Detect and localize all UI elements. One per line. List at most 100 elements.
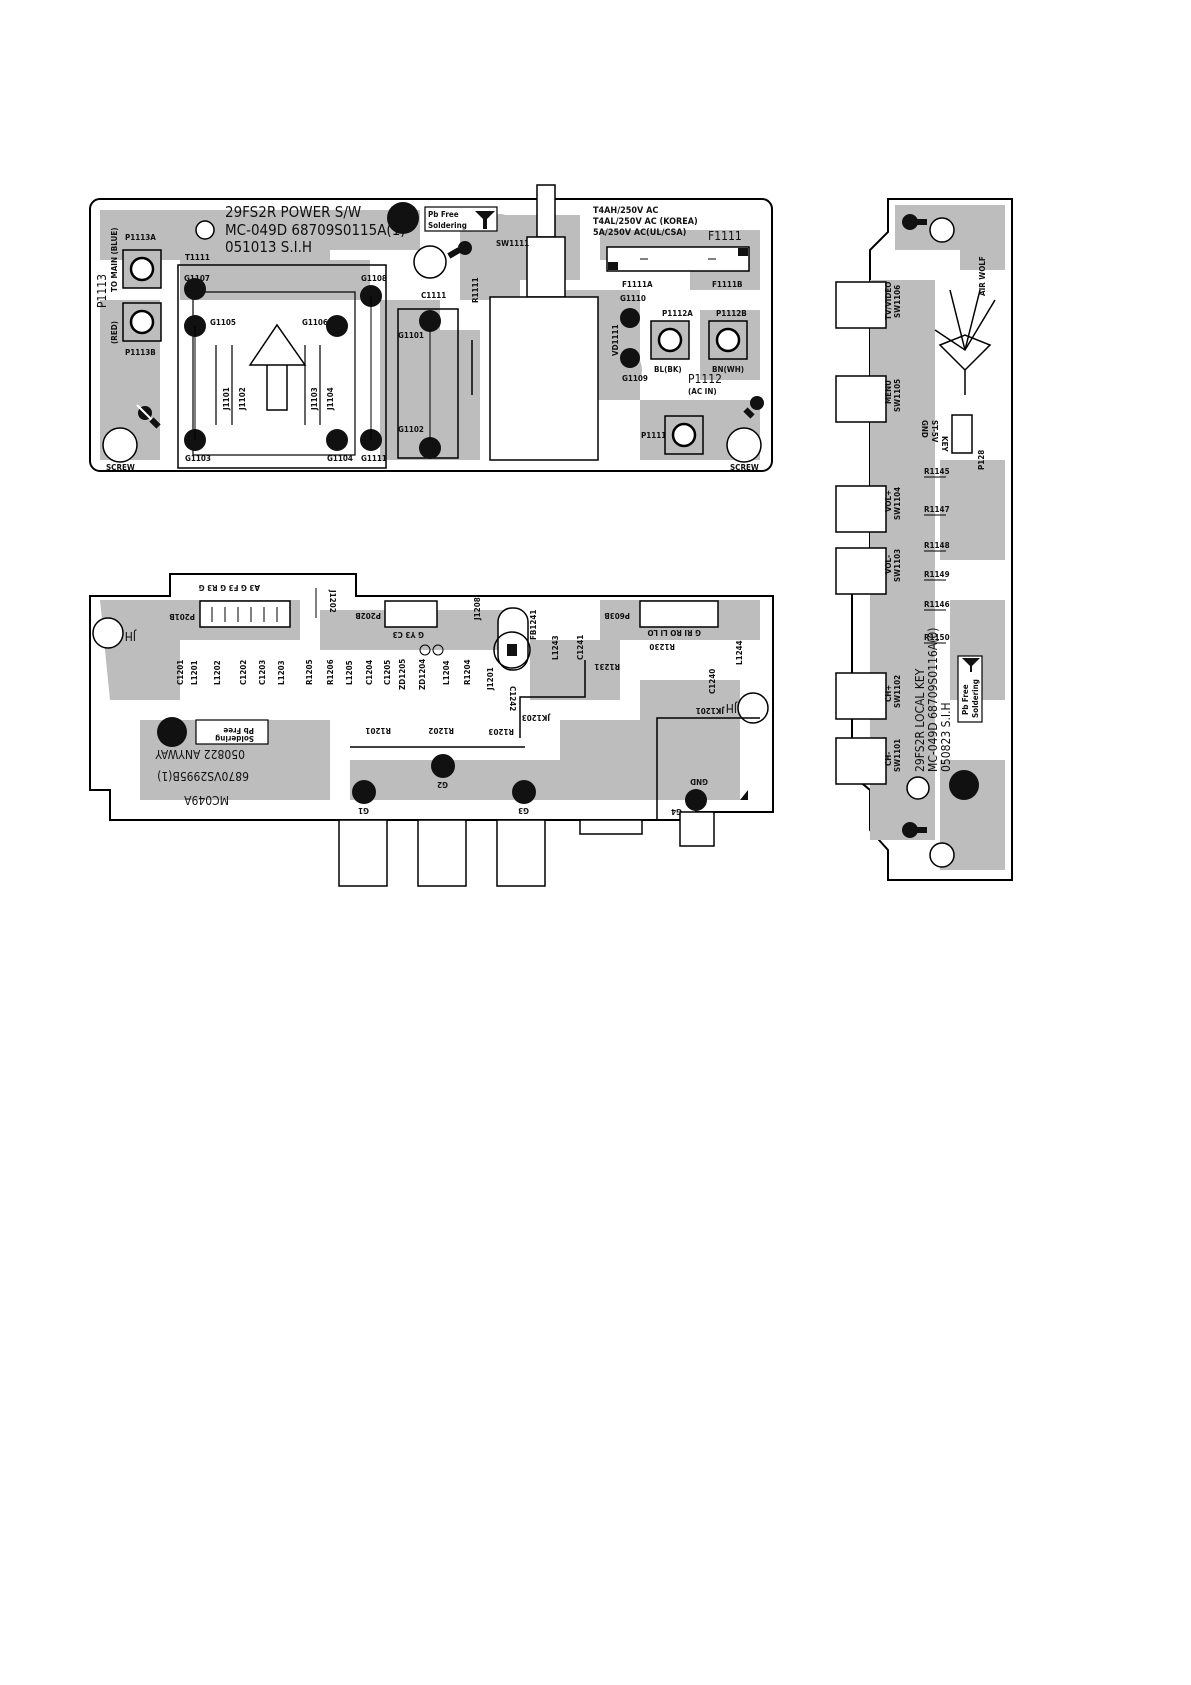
screw-hole-right: [726, 427, 762, 463]
connector-tab: [579, 819, 643, 835]
key-mount-hole-bottom: [929, 842, 955, 868]
r1148-label: R1148: [924, 541, 950, 550]
p1111-label: P1111: [641, 431, 666, 440]
local-key-board: SW1106 TV/VIDEO SW1105 MENU SW1104 VOL+ …: [835, 198, 1013, 881]
fuse-spec-3: 5A/250V AC(UL/CSA): [593, 228, 686, 238]
fb1241-outline: [497, 607, 529, 671]
fuse-spec-2: T4AL/250V AC (KOREA): [593, 217, 698, 227]
p128-connector: [951, 414, 973, 454]
r1230-label: R1230: [649, 642, 675, 651]
power-switch-board: 29FS2R POWER S/W MC-049D 68709S0115A(1) …: [89, 184, 773, 472]
gnd-tab: [679, 811, 715, 847]
sw1111-label: SW1111: [496, 239, 529, 248]
jk1203-label: JK1203: [522, 713, 551, 722]
key-board-line3: 050823 S.I.H: [939, 702, 953, 772]
p603b-label: P603B: [604, 611, 630, 620]
solder-iron-icon: [962, 658, 980, 672]
c1202-label: C1202: [239, 660, 248, 685]
g1107-label: G1107: [184, 274, 210, 283]
gnd-label: GND: [920, 420, 929, 438]
power-board-date: 051013 S.I.H: [225, 238, 312, 256]
bn-label: BN(WH): [712, 365, 744, 374]
g1102-label: G1102: [398, 425, 424, 434]
sw1105-label: SW1105: [893, 379, 902, 412]
pb-free-text-1: Pb Free: [428, 210, 459, 219]
c1240-label: C1240: [708, 669, 717, 694]
key-board-line1: 29FS2R LOCAL KEY: [913, 668, 927, 772]
av-mount-hole-right: [737, 692, 769, 724]
l1244-label: L1244: [735, 640, 744, 665]
fiducial-hole: [195, 220, 215, 240]
r1203-label: R1203: [488, 727, 514, 736]
j1103-label: J1103: [310, 387, 319, 411]
sw1104-label: SW1104: [893, 487, 902, 520]
t1111-label: T1111: [185, 253, 210, 262]
r1149-label: R1149: [924, 570, 950, 579]
g1107-pad: [184, 278, 206, 300]
bl-label: BL(BK): [654, 365, 682, 374]
screw-icon: [743, 396, 764, 419]
g3-pad: [512, 780, 536, 804]
p128-label: P128: [977, 450, 986, 470]
p202b-pins: G Y3 C3: [393, 630, 424, 639]
p202b-label: P202B: [355, 611, 381, 620]
pb-free-text-2: Soldering: [971, 679, 980, 718]
g1106-pad: [326, 315, 348, 337]
solder-iron-icon: [475, 211, 495, 229]
j1208-label: J1208: [473, 597, 482, 621]
p1113a-label: P1113A: [125, 233, 156, 242]
screw-label-right: SCREW: [730, 463, 759, 472]
p202b-connector: [384, 600, 438, 628]
j1102-label: J1102: [238, 387, 247, 411]
p201b-label: P201B: [169, 612, 195, 621]
p1112-label: P1112: [688, 372, 722, 386]
g1105-label: G1105: [210, 318, 236, 327]
tact-switches: [835, 281, 887, 785]
p1113-label: P1113: [95, 274, 109, 308]
pb-free-text-2: Soldering: [215, 734, 254, 743]
ch-plus-label: CH+: [884, 685, 893, 702]
p1112a-label: P1112A: [662, 309, 693, 318]
sw1106-label: SW1106: [893, 285, 902, 318]
g1104-label: G1104: [327, 454, 353, 463]
jk1201-label: JK1201: [696, 706, 725, 715]
air-wolf-label: AIR WOLF: [978, 256, 987, 296]
c1111-label: C1111: [421, 291, 446, 300]
p1112b-label: P1112B: [716, 309, 747, 318]
jh-label-right: JH: [726, 701, 738, 715]
t1111-outline: [177, 264, 387, 469]
component-row: C1201 L1201 L1202 C1202 C1203 L1203 R120…: [176, 644, 472, 690]
av-board-part: 6870VS2995B(1): [157, 769, 249, 783]
c1204-label: C1204: [365, 660, 374, 685]
sw1103-label: SW1103: [893, 549, 902, 582]
g1108-label: G1108: [361, 274, 387, 283]
g1101-label: G1101: [398, 331, 424, 340]
fuse-holder: [606, 246, 750, 272]
r1145-label: R1145: [924, 467, 950, 476]
vd1111-label: VD1111: [611, 324, 620, 356]
av-board-model: MC049A: [184, 793, 229, 807]
g1109-pad: [620, 348, 640, 368]
key-mount-hole-mid: [906, 776, 930, 800]
r1147-label: R1147: [924, 505, 950, 514]
g1103-label: G1103: [185, 454, 211, 463]
g2-pad: [431, 754, 455, 778]
screw-icon: [447, 241, 472, 259]
p201b-connector: [199, 600, 291, 628]
g1-pad: [352, 780, 376, 804]
tv-video-label: TV/VIDEO: [884, 282, 893, 320]
fuse-spec-1: T4AH/250V AC: [593, 206, 658, 216]
g1106-label: G1106: [302, 318, 328, 327]
g3-label: G3: [518, 806, 529, 815]
vol-plus-label: VOL+: [884, 490, 893, 512]
air-wolf-emblem-icon: [934, 289, 996, 395]
r1231-label: R1231: [594, 662, 620, 671]
lg-logo-icon: [387, 202, 419, 234]
r1201-label: R1201: [365, 726, 391, 735]
r1204-label: R1204: [463, 659, 472, 685]
screw-hole-left: [102, 427, 138, 463]
key-mount-hole-top: [929, 217, 955, 243]
pb-free-badge: [195, 719, 269, 745]
fuse-b-label: F1111B: [712, 280, 742, 289]
